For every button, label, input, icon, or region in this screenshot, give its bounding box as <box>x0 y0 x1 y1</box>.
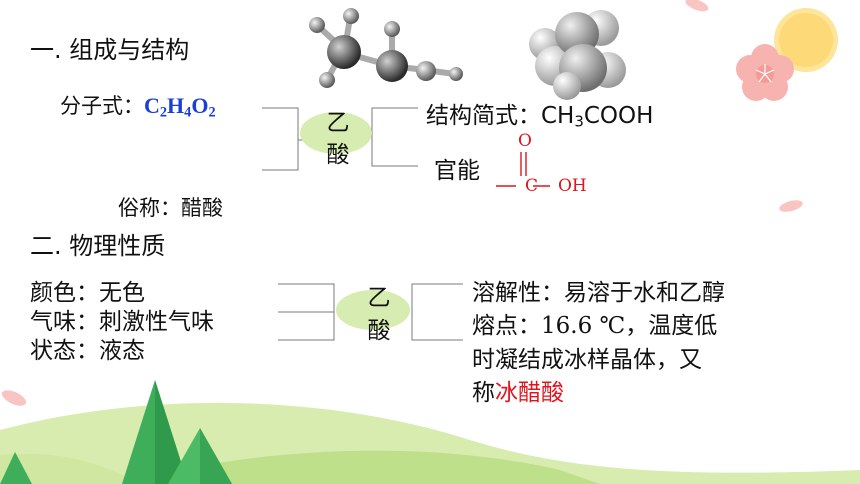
petal-icon <box>1 390 27 406</box>
ball-and-stick-model-icon <box>309 8 463 88</box>
hill-shape <box>0 453 140 484</box>
alias-highlight: 冰醋酸 <box>495 380 564 406</box>
property-melting-point: 熔点：16.6 ℃，温度低 <box>472 313 718 339</box>
property-crystal-line: 时凝结成冰样晶体，又 <box>472 347 702 373</box>
sun-icon <box>774 8 838 72</box>
property-smell: 气味：刺激性气味 <box>30 309 214 335</box>
tree-icon <box>0 452 32 484</box>
molecular-formula-row: 分子式：C2H4O2 <box>60 90 216 122</box>
center-char: 酸 <box>367 318 391 344</box>
carboxyl-carbon: C <box>525 176 539 196</box>
petal-icon <box>779 200 803 212</box>
section-heading-composition: 一. 组成与结构 <box>30 36 190 64</box>
section-heading-physical-properties: 二. 物理性质 <box>30 232 166 260</box>
tree-icon <box>122 380 188 484</box>
hill-shape <box>120 450 600 484</box>
structural-formula-label: 结构简式： <box>426 103 541 129</box>
functional-group-label: 官能 <box>434 158 480 184</box>
melting-point-value: 16.6 ℃ <box>541 313 626 339</box>
carboxyl-oxygen: O <box>518 131 532 151</box>
carboxyl-hydroxyl: OH <box>558 176 587 196</box>
tree-icon <box>168 428 232 484</box>
common-name: 俗称：醋酸 <box>118 196 223 220</box>
structural-formula-row: 结构简式：CH3COOH <box>426 105 653 130</box>
petal-icon <box>685 0 709 12</box>
center-char: 酸 <box>326 142 350 168</box>
molecular-formula-label: 分子式： <box>60 94 144 118</box>
carboxyl-bonds-icon <box>496 152 550 187</box>
property-alias: 称冰醋酸 <box>472 380 564 406</box>
space-filling-model-icon <box>529 10 626 100</box>
center-oval <box>300 112 372 154</box>
center-oval <box>336 290 410 330</box>
molecular-formula: C2H4O2 <box>144 93 216 121</box>
center-char: 乙 <box>367 285 391 311</box>
flower-icon <box>736 44 794 101</box>
center-char: 乙 <box>326 110 350 136</box>
property-solubility: 溶解性：易溶于水和乙醇 <box>472 280 725 306</box>
structural-formula: CH3COOH <box>541 103 654 131</box>
property-state: 状态：液态 <box>30 338 145 364</box>
property-color: 颜色：无色 <box>30 280 145 306</box>
